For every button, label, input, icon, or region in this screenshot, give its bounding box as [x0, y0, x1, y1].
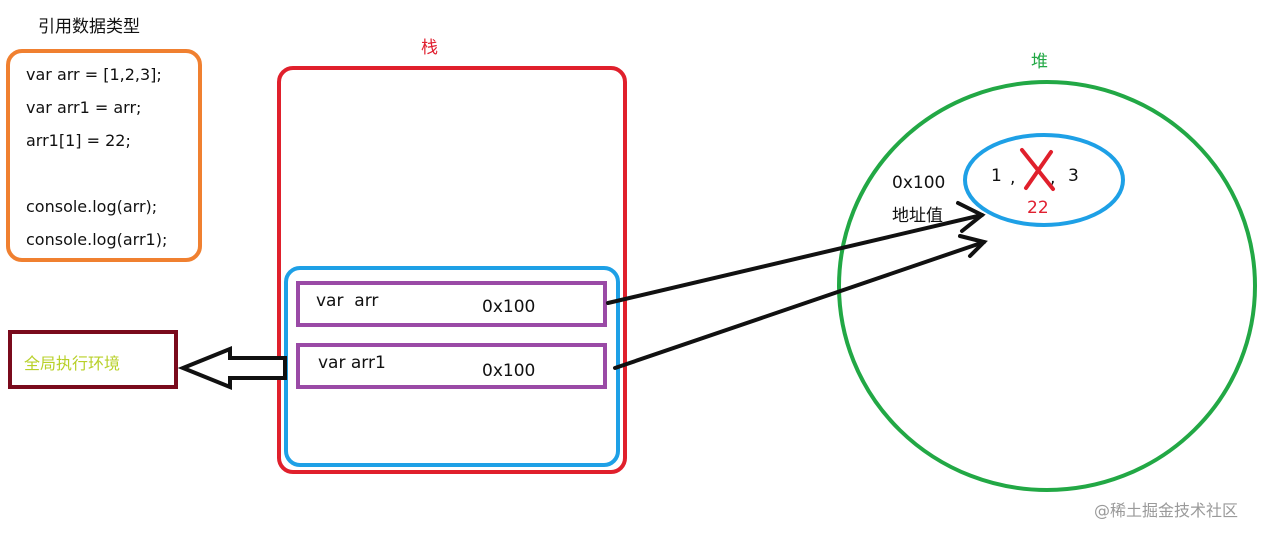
variable-address: 0x100	[482, 361, 536, 381]
heap-circle	[837, 80, 1257, 492]
heap-address-caption: 地址值	[892, 206, 943, 226]
hollow-arrow-icon	[177, 346, 287, 390]
stack-box	[277, 66, 627, 474]
variable-address: 0x100	[482, 297, 536, 317]
stack-variable-arr: var arr 0x100	[296, 281, 607, 327]
pointer-arrows	[606, 201, 988, 370]
global-context-box: 全局执行环境	[8, 330, 178, 389]
variable-name: var arr1	[318, 353, 386, 373]
heap-address: 0x100	[892, 173, 946, 193]
array-new-value: 22	[1027, 198, 1049, 218]
arrowhead-arr1	[958, 234, 988, 258]
heap-array-ellipse	[963, 133, 1125, 227]
heap-label: 堆	[1031, 52, 1048, 72]
array-comma-1: ,	[1010, 168, 1016, 188]
diagram-title: 引用数据类型	[38, 17, 140, 37]
array-element-1: 1	[991, 166, 1002, 186]
code-box: var arr = [1,2,3]; var arr1 = arr; arr1[…	[6, 49, 202, 262]
pointer-arrow-arr	[606, 213, 984, 305]
code-line-2: var arr1 = arr;	[26, 98, 142, 117]
code-line-1: var arr = [1,2,3];	[26, 65, 162, 84]
array-element-3: 3	[1068, 166, 1079, 186]
code-line-6: console.log(arr1);	[26, 230, 168, 249]
stack-label: 栈	[421, 38, 438, 58]
array-comma-2: ,	[1050, 168, 1056, 188]
code-line-5: console.log(arr);	[26, 197, 158, 216]
code-line-3: arr1[1] = 22;	[26, 131, 131, 150]
variable-name: var arr	[316, 291, 379, 311]
arrowhead-arr	[956, 201, 986, 233]
cross-out-icon	[1020, 148, 1055, 191]
watermark: @稀土掘金技术社区	[1094, 501, 1239, 520]
pointer-arrow-arr1	[613, 240, 986, 370]
stack-variable-arr1: var arr1 0x100	[296, 343, 607, 389]
